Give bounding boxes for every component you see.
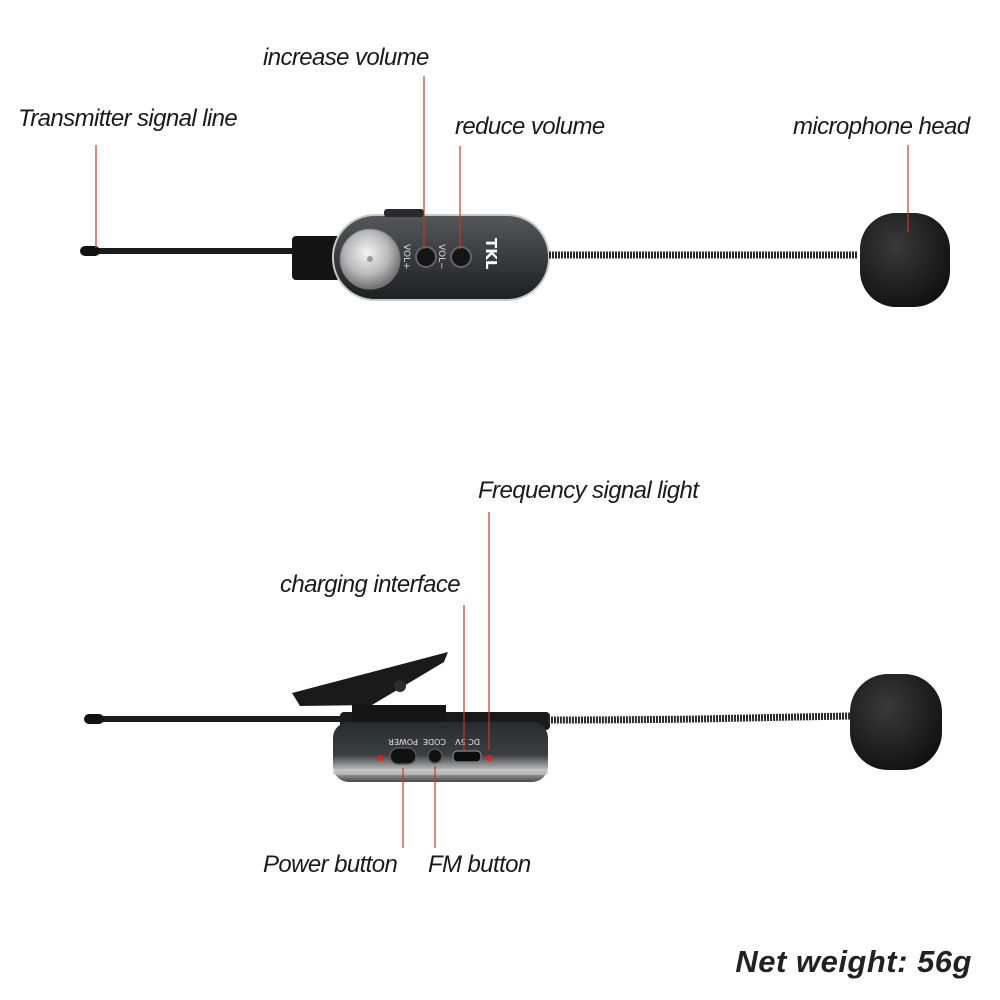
code-marking: CODE [423, 737, 446, 746]
label-increase-volume: increase volume [263, 44, 429, 71]
label-transmitter-signal-line: Transmitter signal line [18, 105, 238, 132]
reduce-volume-button [450, 246, 472, 268]
usb-port [452, 750, 482, 763]
bottom-foam-head [850, 674, 942, 770]
label-reduce-volume: reduce volume [455, 113, 605, 140]
bottom-antenna [84, 714, 352, 724]
code-button [427, 748, 443, 764]
label-power-button: Power button [263, 851, 398, 878]
top-antenna-mount [292, 236, 340, 280]
vol-plus-marking: VOL+ [401, 244, 411, 270]
vol-minus-marking: VOL− [436, 244, 446, 270]
top-transmitter: VOL+ VOL− TKL [80, 209, 950, 307]
label-charging-interface: charging interface [280, 571, 461, 598]
increase-volume-button [415, 246, 437, 268]
frequency-signal-light [486, 755, 492, 761]
top-antenna [80, 246, 315, 256]
brand-logo: TKL [482, 238, 500, 270]
label-frequency-signal-light: Frequency signal light [478, 477, 699, 504]
power-indicator-light [378, 755, 384, 761]
label-microphone-head: microphone head [793, 113, 970, 140]
dc-marking: DC 5V [455, 737, 480, 746]
belt-clip [292, 652, 448, 722]
label-fm-button: FM button [428, 851, 531, 878]
power-marking: POWER [388, 737, 418, 746]
net-weight: Net weight: 56g [735, 944, 972, 979]
leader-lines [95, 76, 909, 848]
power-switch [389, 747, 417, 765]
bottom-transmitter: POWER CODE DC 5V [84, 652, 942, 782]
bottom-gooseneck [547, 712, 856, 724]
top-foam-head [860, 213, 950, 307]
